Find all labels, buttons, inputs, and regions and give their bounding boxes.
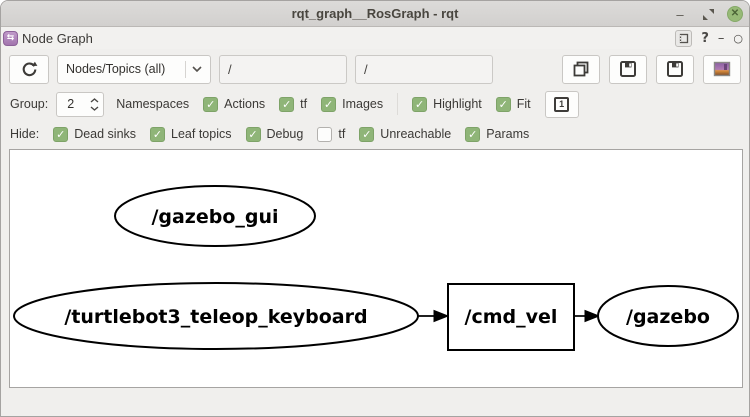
save-svg-button[interactable] [656, 54, 694, 84]
fit-in-view-button[interactable]: 1 [544, 90, 579, 118]
actions-checkbox[interactable] [203, 96, 219, 112]
arrowhead-icon [584, 309, 601, 323]
highlight-checkbox[interactable] [412, 96, 428, 112]
panel-title: Node Graph [22, 30, 93, 46]
close-button[interactable]: ✕ [727, 6, 743, 22]
node-filter-input[interactable] [219, 54, 347, 84]
images-checkbox[interactable] [321, 96, 337, 112]
save-icon [620, 61, 636, 77]
checkbox-images[interactable]: Images [321, 96, 383, 112]
checkbox-debug[interactable]: Debug [245, 126, 303, 142]
group-label: Group: [10, 97, 49, 111]
checkbox-fit[interactable]: Fit [495, 96, 531, 112]
refresh-graph-button[interactable] [9, 54, 49, 84]
dock-toggle-button[interactable] [675, 29, 693, 47]
copy-icon [573, 61, 589, 77]
fit-checkbox[interactable] [495, 96, 511, 112]
checkbox-unreachable[interactable]: Unreachable [359, 126, 451, 142]
chevron-down-icon [192, 66, 202, 72]
toolbar-save-buttons [562, 54, 741, 84]
spin-down-icon[interactable] [90, 105, 99, 111]
debug-checkbox[interactable] [245, 126, 261, 142]
tf-group-checkbox[interactable] [279, 96, 295, 112]
spin-up-icon[interactable] [90, 97, 99, 103]
checkbox-hide-tf[interactable]: tf [317, 126, 345, 142]
save-dot-button[interactable] [609, 54, 647, 84]
options-row: Group: 2 Namespaces Actions tf Images [1, 89, 749, 119]
window-titlebar[interactable]: rqt_graph__RosGraph - rqt – ✕ [1, 1, 749, 27]
maximize-icon[interactable] [699, 5, 717, 23]
node-gazebo-gui [114, 185, 316, 247]
topic-filter-input[interactable] [355, 54, 493, 84]
save-image-button[interactable] [703, 54, 741, 84]
node-gazebo [597, 285, 739, 347]
minimize-button[interactable]: – [676, 6, 684, 22]
window-title: rqt_graph__RosGraph - rqt [291, 6, 459, 21]
arrowhead-icon [433, 309, 450, 323]
hide-tf-checkbox[interactable] [317, 126, 333, 142]
ros-node-graph: /gazebo_gui /turtlebot3_teleop_keyboard … [13, 185, 739, 351]
help-button[interactable]: ? [701, 30, 709, 46]
panel-header: ⇆ Node Graph ? – ○ [1, 27, 749, 49]
node-turtlebot3-teleop-keyboard-label: /turtlebot3_teleop_keyboard [64, 306, 367, 328]
group-depth-spinner[interactable]: 2 [56, 91, 105, 117]
float-button[interactable]: – [717, 30, 725, 46]
topic-cmd-vel [447, 283, 575, 351]
save-icon [667, 61, 683, 77]
checkbox-dead-sinks[interactable]: Dead sinks [53, 126, 136, 142]
checkbox-tf-group[interactable]: tf [279, 96, 307, 112]
hide-row: Hide: Dead sinks Leaf topics Debug tf Un… [1, 119, 749, 149]
group-depth-value: 2 [67, 97, 75, 111]
checkbox-actions[interactable]: Actions [203, 96, 265, 112]
graph-type-select[interactable]: Nodes/Topics (all) [57, 54, 211, 84]
leaf-topics-checkbox[interactable] [150, 126, 166, 142]
copy-graph-button[interactable] [562, 54, 600, 84]
unreachable-checkbox[interactable] [359, 126, 375, 142]
image-icon [713, 61, 731, 77]
node-gazebo-gui-label: /gazebo_gui [151, 206, 278, 228]
panel-controls: ? – ○ [675, 29, 743, 47]
checkbox-leaf-topics[interactable]: Leaf topics [150, 126, 232, 142]
window-controls: – ✕ [671, 1, 743, 27]
node-gazebo-label: /gazebo [626, 306, 710, 328]
panel-close-button[interactable]: ○ [733, 31, 743, 45]
refresh-icon [22, 61, 37, 76]
graph-type-value: Nodes/Topics (all) [66, 62, 166, 76]
dead-sinks-checkbox[interactable] [53, 126, 69, 142]
graph-canvas[interactable]: /gazebo_gui /turtlebot3_teleop_keyboard … [9, 149, 743, 388]
checkbox-params[interactable]: Params [465, 126, 529, 142]
params-checkbox[interactable] [465, 126, 481, 142]
dock-icon [680, 33, 689, 43]
graph-toolbar: Nodes/Topics (all) [1, 49, 749, 89]
checkbox-highlight[interactable]: Highlight [412, 96, 482, 112]
hide-label: Hide: [10, 127, 40, 141]
divider [397, 93, 399, 115]
namespaces-label: Namespaces [116, 97, 190, 111]
zoom-original-icon: 1 [554, 96, 570, 112]
node-graph-icon: ⇆ [3, 30, 18, 46]
topic-cmd-vel-label: /cmd_vel [465, 306, 558, 328]
